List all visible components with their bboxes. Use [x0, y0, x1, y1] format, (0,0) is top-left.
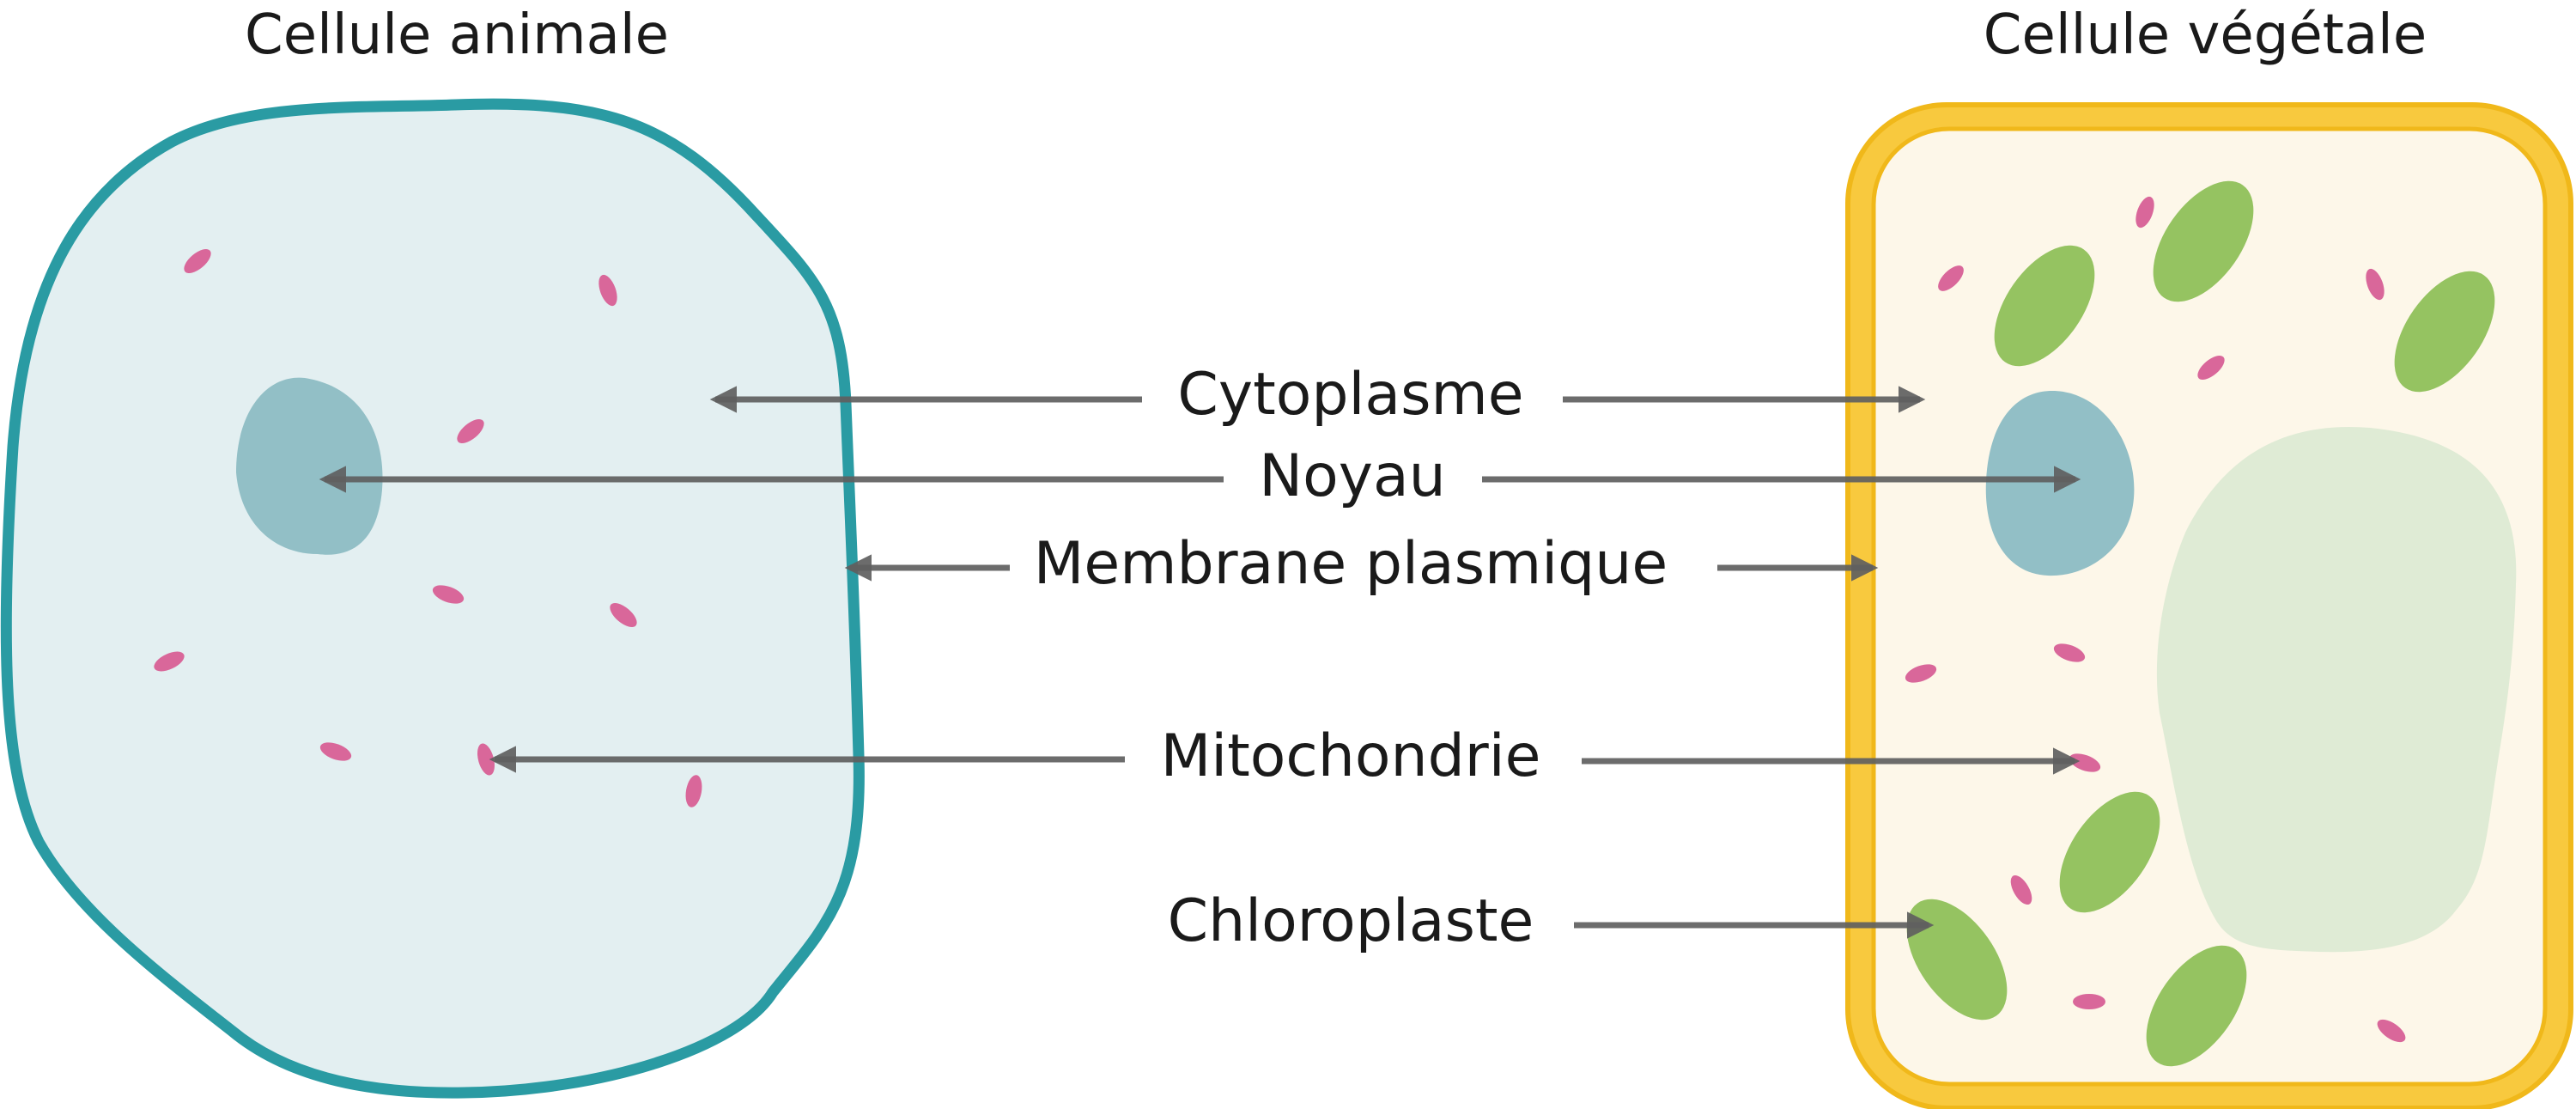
- mitochondria-label: Mitochondrie: [1161, 722, 1541, 790]
- mitochondrion: [154, 651, 185, 672]
- animal-cell: [0, 98, 865, 1099]
- mitochondrion: [2377, 1019, 2406, 1043]
- animal-cell-title: Cellule animale: [245, 3, 669, 67]
- animal-cell-membrane: [0, 98, 865, 1099]
- mitochondrion: [2053, 643, 2086, 662]
- mitochondrion: [598, 274, 617, 307]
- plant-cell: [1845, 102, 2573, 1109]
- animal-nucleus: [236, 377, 383, 555]
- chloroplast: [2146, 945, 2247, 1067]
- mitochondrion: [2073, 994, 2105, 1009]
- mitochondrion: [2366, 268, 2385, 301]
- vacuole: [2156, 427, 2517, 953]
- chloroplast: [2153, 180, 2254, 302]
- mitochondrion: [2010, 874, 2032, 905]
- chloroplast: [2394, 271, 2495, 393]
- plant-mitochondria: [1905, 196, 2406, 1043]
- mitochondrion: [610, 602, 637, 628]
- nucleus-label: Noyau: [1259, 442, 1445, 510]
- chloroplast: [2059, 791, 2160, 913]
- animal-mitochondria: [154, 248, 702, 807]
- mitochondrion: [319, 742, 352, 761]
- chloroplast-label: Chloroplaste: [1168, 887, 1534, 955]
- mitochondrion: [1938, 265, 1964, 291]
- mitochondrion: [685, 775, 702, 807]
- mitochondrion: [184, 248, 211, 274]
- plant-cell-title: Cellule végétale: [1984, 3, 2427, 67]
- cytoplasm-label: Cytoplasme: [1177, 361, 1523, 429]
- mitochondrion: [2197, 355, 2225, 381]
- mitochondrion: [432, 585, 465, 604]
- label-arrows: [319, 386, 2081, 939]
- membrane-label: Membrane plasmique: [1034, 530, 1668, 598]
- chloroplast: [1994, 245, 2095, 367]
- mitochondrion: [2136, 196, 2154, 229]
- mitochondrion: [457, 418, 484, 444]
- mitochondrion: [1905, 664, 1937, 683]
